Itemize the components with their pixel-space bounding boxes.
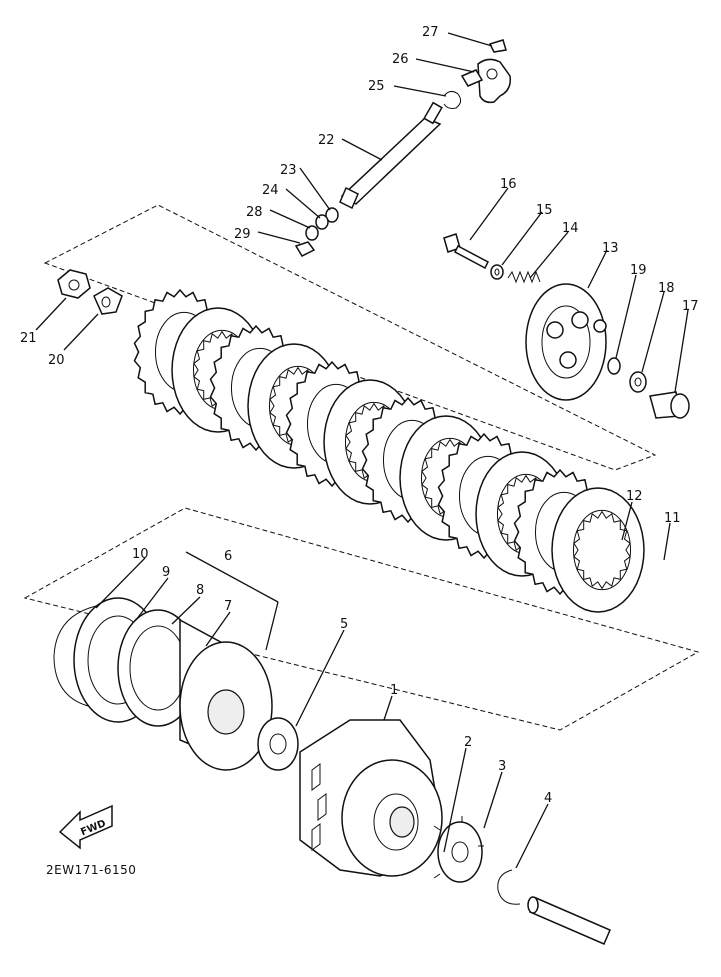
leader-lines bbox=[35, 32, 689, 869]
shaft-and-circlip bbox=[497, 869, 611, 945]
callout-6: 6 bbox=[224, 549, 232, 564]
callout-8: 8 bbox=[196, 583, 204, 598]
push-lever-assembly bbox=[294, 39, 512, 257]
callout-1: 1 bbox=[390, 683, 398, 698]
callout-4: 4 bbox=[544, 791, 552, 806]
callout-23: 23 bbox=[280, 163, 297, 178]
callout-14: 14 bbox=[562, 221, 579, 236]
clutch-housing bbox=[299, 719, 443, 877]
callout-25: 25 bbox=[368, 79, 385, 94]
callout-27: 27 bbox=[422, 25, 439, 40]
callout-5: 5 bbox=[340, 617, 348, 632]
callout-29: 29 bbox=[234, 227, 251, 242]
callout-10: 10 bbox=[132, 547, 149, 562]
callout-26: 26 bbox=[392, 52, 409, 67]
callout-16: 16 bbox=[500, 177, 517, 192]
hub-group-outline bbox=[23, 507, 700, 731]
plate-group-outline bbox=[43, 204, 657, 471]
callout-2: 2 bbox=[464, 735, 472, 750]
clutch-boss-group bbox=[53, 597, 299, 771]
callout-11: 11 bbox=[664, 511, 681, 526]
callout-24: 24 bbox=[262, 183, 279, 198]
callout-19: 19 bbox=[630, 263, 647, 278]
clutch-plate-stack bbox=[133, 288, 645, 613]
clutch-plate bbox=[551, 487, 645, 613]
callout-22: 22 bbox=[318, 133, 335, 148]
pressure-plate-assembly bbox=[443, 233, 690, 419]
drawing-code: 2EW171-6150 bbox=[46, 863, 136, 877]
callout-13: 13 bbox=[602, 241, 619, 256]
primary-driven-gear bbox=[433, 816, 484, 883]
callout-18: 18 bbox=[658, 281, 675, 296]
callout-20: 20 bbox=[48, 353, 65, 368]
callout-7: 7 bbox=[224, 599, 232, 614]
callout-3: 3 bbox=[498, 759, 506, 774]
forward-arrow-icon: FWD bbox=[58, 804, 113, 850]
callout-15: 15 bbox=[536, 203, 553, 218]
callout-labels: 27 26 25 22 23 24 28 29 16 15 14 13 19 1… bbox=[20, 25, 699, 806]
nut-and-lock-washer bbox=[57, 269, 123, 315]
callout-17: 17 bbox=[682, 299, 699, 314]
callout-21: 21 bbox=[20, 331, 37, 346]
callout-9: 9 bbox=[162, 565, 170, 580]
callout-12: 12 bbox=[626, 489, 643, 504]
callout-28: 28 bbox=[246, 205, 263, 220]
